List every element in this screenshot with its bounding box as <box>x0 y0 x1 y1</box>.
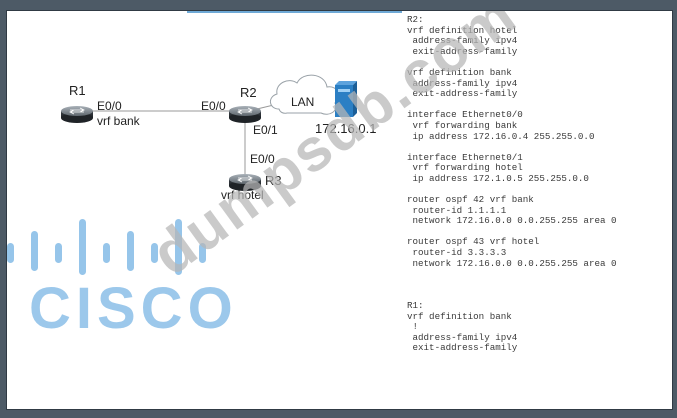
r3-interface-label: E0/0 <box>250 152 275 166</box>
config-line: vrf definition hotel <box>407 24 518 36</box>
config-line: address-family ipv4 <box>407 35 518 47</box>
diagram-frame: R1 E0/0 vrf bank E0/0 R2 E0/1 E0/0 R3 vr… <box>6 10 673 410</box>
config-line: router ospf 43 vrf hotel <box>407 236 540 248</box>
config-line: exit-address-family <box>407 342 518 354</box>
config-line: address-family ipv4 <box>407 331 518 343</box>
config-line: R1: <box>407 300 424 312</box>
config-line: exit-address-family <box>407 88 518 100</box>
config-line: address-family ipv4 <box>407 77 518 89</box>
config-line <box>407 280 669 291</box>
r3-vrf-label: vrf hotel <box>221 188 264 202</box>
config-line: R2: <box>407 14 424 25</box>
lan-label: LAN <box>291 95 315 109</box>
r2-left-interface-label: E0/0 <box>201 99 226 113</box>
config-line: interface Ethernet0/0 <box>407 109 523 121</box>
config-line <box>407 290 669 301</box>
config-line: exit-address-family <box>407 45 518 57</box>
r2-label: R2 <box>240 85 257 100</box>
cisco-logo-icon <box>7 219 206 275</box>
top-accent-bar <box>187 11 402 13</box>
server-ip-label: 172.16.0.1 <box>315 121 377 136</box>
router-r3-icon <box>229 174 261 191</box>
config-line: vrf forwarding bank <box>407 119 518 131</box>
r1-interface-label: E0/0 <box>97 99 122 113</box>
config-line: vrf forwarding hotel <box>407 162 523 174</box>
lan-cloud-icon <box>270 74 340 115</box>
config-line: network 172.16.0.0 0.0.255.255 area 0 <box>407 257 617 269</box>
config-line: ip address 172.1.0.5 255.255.0.0 <box>407 172 589 184</box>
router-r2-icon <box>229 106 261 123</box>
router-r1-icon <box>61 106 93 123</box>
config-line: vrf definition bank <box>407 310 512 322</box>
config-listing: R2:vrf definition hotel address-family i… <box>407 14 669 354</box>
config-line: ip address 172.16.0.4 255.255.0.0 <box>407 130 595 142</box>
r2-down-interface-label: E0/1 <box>253 123 278 137</box>
config-line <box>407 269 669 280</box>
config-line: network 172.16.0.0 0.0.255.255 area 0 <box>407 215 617 227</box>
r1-label: R1 <box>69 83 86 98</box>
r3-label: R3 <box>265 173 282 188</box>
config-line: interface Ethernet0/1 <box>407 151 523 163</box>
config-line: router-id 3.3.3.3 <box>407 247 507 259</box>
topology-svg <box>61 74 357 191</box>
network-diagram: R1 E0/0 vrf bank E0/0 R2 E0/1 E0/0 R3 vr… <box>7 11 407 409</box>
cisco-logo-text: CISCO <box>29 276 238 341</box>
r1-vrf-label: vrf bank <box>97 114 140 128</box>
config-line: ! <box>407 321 419 333</box>
config-line: router-id 1.1.1.1 <box>407 204 507 216</box>
config-line: vrf definition bank <box>407 66 512 78</box>
server-icon <box>335 81 357 117</box>
config-line: router ospf 42 vrf bank <box>407 194 534 206</box>
